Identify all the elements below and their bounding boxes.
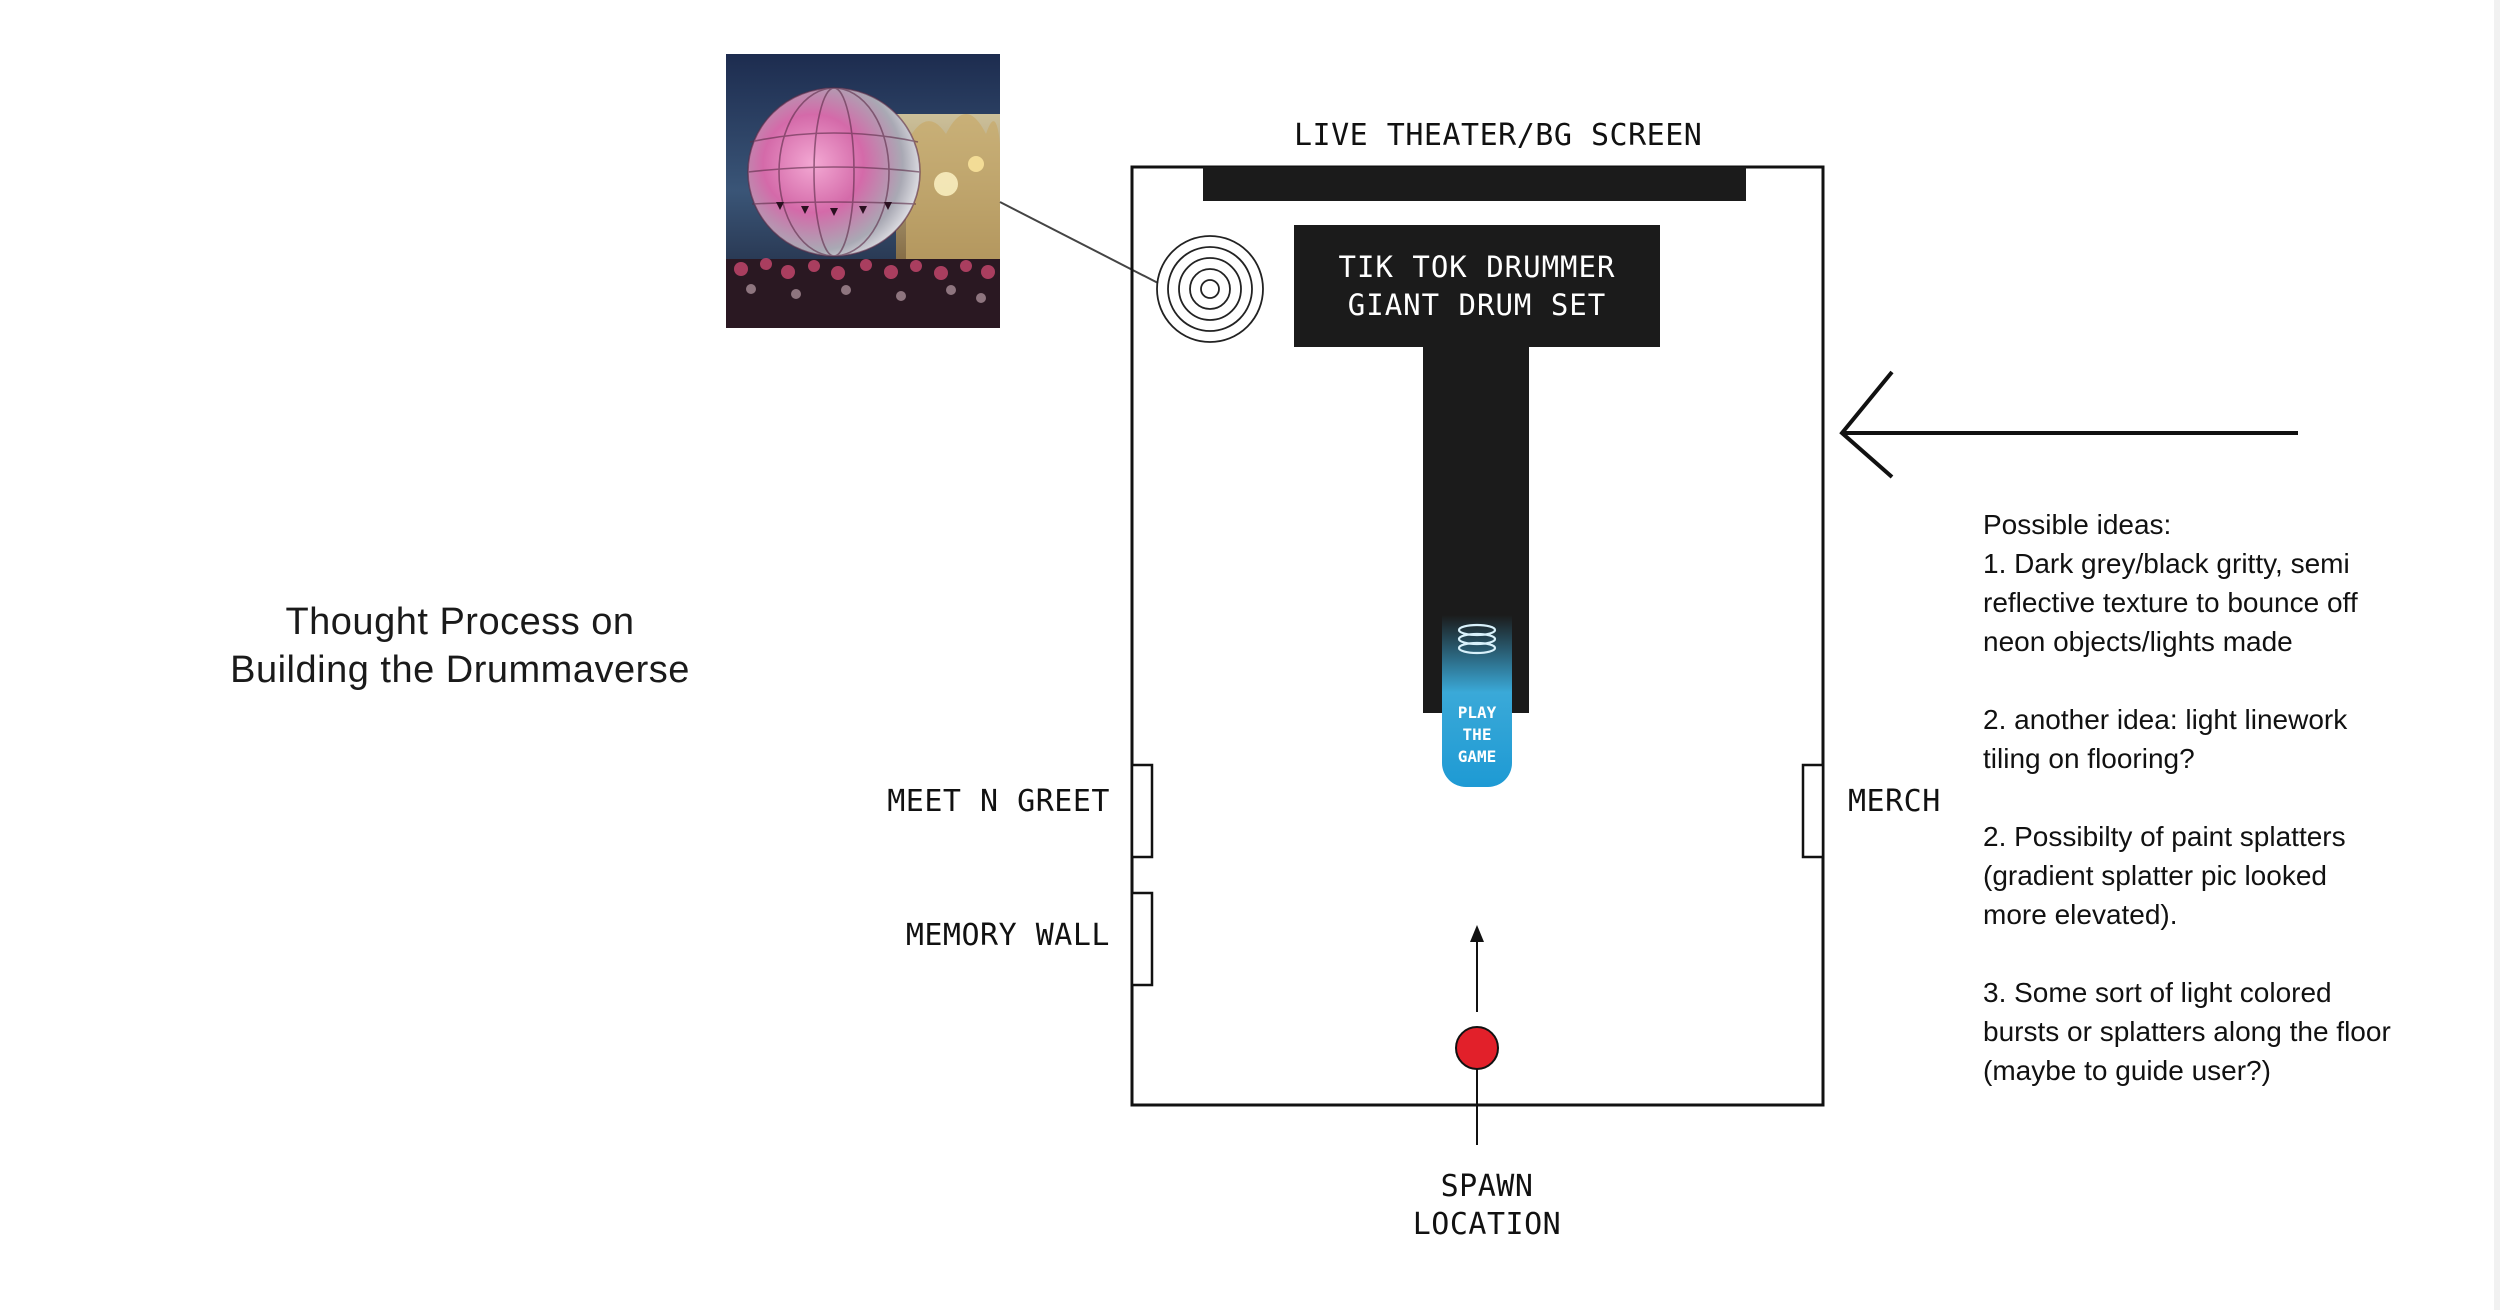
spawn-line-2: LOCATION: [1412, 1207, 1562, 1242]
meet-greet-door: [1130, 763, 1154, 859]
idea-2-line-1: 2. another idea: light linework: [1983, 704, 2348, 735]
photo-leader-line: [999, 201, 1159, 284]
memory-wall-label: MEMORY WALL: [905, 918, 1110, 953]
idea-1-line-3: neon objects/lights made: [1983, 626, 2293, 657]
idea-4-line-1: 3. Some sort of light colored: [1983, 977, 2332, 1008]
portal-rings-icon: [1457, 623, 1497, 655]
bg-screen-bar: [1203, 167, 1746, 201]
idea-3-line-1: 2. Possibilty of paint splatters: [1983, 821, 2346, 852]
concentric-circles-icon: [1156, 235, 1264, 343]
play-line-1: PLAY: [1457, 703, 1497, 722]
arrow-left-icon: [1839, 370, 2298, 479]
play-game-label: PLAY THE GAME: [1442, 702, 1512, 768]
festival-balloon-photo: [726, 54, 1000, 328]
merch-label: MERCH: [1848, 784, 1941, 819]
memory-wall-door: [1130, 891, 1154, 987]
meet-greet-label: MEET N GREET: [887, 784, 1110, 819]
idea-1-line-1: 1. Dark grey/black gritty, semi: [1983, 548, 2350, 579]
spawn-dot-icon: [1455, 1026, 1499, 1070]
title-line-2: Building the Drummaverse: [230, 649, 690, 691]
idea-3-line-2: (gradient splatter pic looked: [1983, 860, 2327, 891]
merch-door: [1801, 763, 1825, 859]
spawn-location-label: SPAWN LOCATION: [1380, 1168, 1594, 1244]
idea-1-line-2: reflective texture to bounce off: [1983, 587, 2358, 618]
drum-box-line-1: TIK TOK DRUMMER: [1338, 250, 1616, 284]
balloon-image-icon: [726, 54, 1000, 328]
idea-4-line-3: (maybe to guide user?): [1983, 1055, 2271, 1086]
drum-box-line-2: GIANT DRUM SET: [1347, 288, 1607, 322]
play-line-2: THE: [1462, 725, 1492, 744]
title-line-1: Thought Process on: [285, 601, 635, 643]
arrow-up-icon: [1470, 925, 1484, 1012]
ideas-notes: Possible ideas: 1. Dark grey/black gritt…: [1983, 505, 2453, 1090]
idea-3-line-3: more elevated).: [1983, 899, 2178, 930]
ideas-heading: Possible ideas:: [1983, 509, 2172, 540]
idea-4-line-2: bursts or splatters along the floor: [1983, 1016, 2391, 1047]
idea-2-line-2: tiling on flooring?: [1983, 743, 2195, 774]
page-title: Thought Process on Building the Drummave…: [160, 598, 760, 694]
play-line-3: GAME: [1457, 747, 1497, 766]
spawn-line-1: SPAWN: [1440, 1169, 1534, 1204]
right-edge-strip: [2494, 0, 2500, 1310]
drum-set-stage: TIK TOK DRUMMER GIANT DRUM SET: [1294, 225, 1660, 347]
screen-label: LIVE THEATER/BG SCREEN: [1294, 118, 1703, 153]
